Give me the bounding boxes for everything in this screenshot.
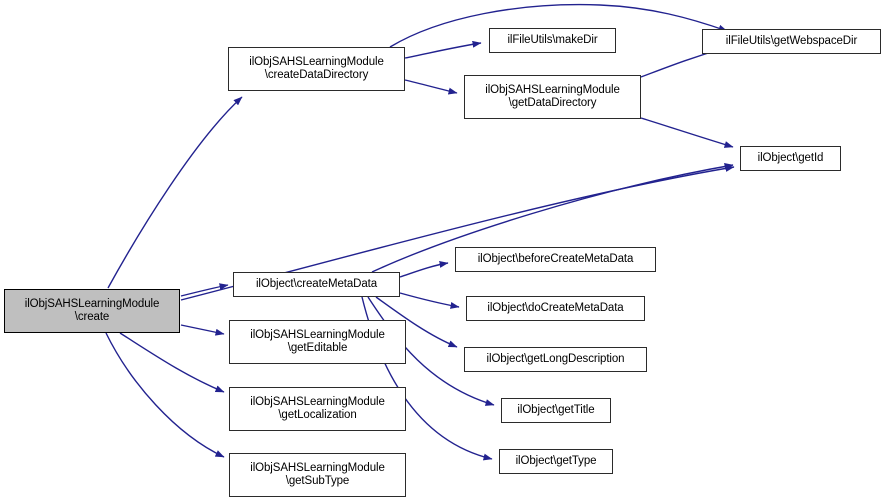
edge-createDataDirectory-to-makeDir — [404, 40, 482, 59]
edge-create-to-getEditable — [180, 324, 225, 336]
node-create-meta-data[interactable]: ilObject\createMetaData — [233, 272, 400, 297]
node-create-data-directory[interactable]: ilObjSAHSLearningModule \createDataDirec… — [228, 47, 405, 91]
node-label: ilFileUtils\getWebspaceDir — [725, 34, 858, 47]
edge-create-to-createDataDirectory — [107, 96, 243, 289]
node-label: ilObjSAHSLearningModule \getEditable — [250, 328, 385, 355]
node-label: ilFileUtils\makeDir — [507, 33, 598, 46]
node-label: ilObjSAHSLearningModule \getSubType — [250, 461, 385, 488]
node-get-type[interactable]: ilObject\getType — [499, 449, 613, 474]
edge-create-to-getLocalization — [119, 332, 225, 393]
node-label: ilObjSAHSLearningModule \createDataDirec… — [249, 55, 384, 82]
node-get-data-directory[interactable]: ilObjSAHSLearningModule \getDataDirector… — [464, 75, 641, 119]
node-get-id[interactable]: ilObject\getId — [740, 146, 841, 171]
node-get-title[interactable]: ilObject\getTitle — [501, 398, 611, 423]
edge-create-to-createMetaData — [180, 283, 229, 297]
node-label: ilObject\getType — [515, 454, 597, 467]
node-get-long-description[interactable]: ilObject\getLongDescription — [464, 347, 647, 372]
node-before-create-meta-data[interactable]: ilObject\beforeCreateMetaData — [455, 247, 656, 272]
node-label: ilObject\createMetaData — [255, 277, 378, 290]
edge-createMetaData-to-doCreateMetaData — [399, 292, 460, 309]
node-get-sub-type[interactable]: ilObjSAHSLearningModule \getSubType — [229, 453, 406, 497]
node-get-localization[interactable]: ilObjSAHSLearningModule \getLocalization — [229, 387, 406, 431]
node-make-dir[interactable]: ilFileUtils\makeDir — [489, 28, 616, 53]
edge-getDataDirectory-to-getId — [640, 117, 734, 148]
node-label: ilObject\getTitle — [517, 403, 595, 416]
node-label: ilObjSAHSLearningModule \getLocalization — [250, 395, 385, 422]
node-get-editable[interactable]: ilObjSAHSLearningModule \getEditable — [229, 320, 406, 364]
edge-createDataDirectory-to-getDataDirectory — [404, 79, 458, 95]
node-get-webspace-dir[interactable]: ilFileUtils\getWebspaceDir — [702, 29, 881, 54]
node-label: ilObject\beforeCreateMetaData — [477, 252, 634, 265]
edge-create-to-getSubType — [105, 332, 225, 458]
edge-createMetaData-to-beforeCreateMetaData — [399, 260, 449, 278]
node-label: ilObject\getId — [757, 151, 824, 164]
node-do-create-meta-data[interactable]: ilObject\doCreateMetaData — [466, 296, 645, 321]
node-create[interactable]: ilObjSAHSLearningModule \create — [4, 289, 180, 333]
node-label: ilObjSAHSLearningModule \create — [24, 297, 160, 324]
node-label: ilObject\doCreateMetaData — [487, 301, 624, 314]
node-label: ilObject\getLongDescription — [486, 352, 625, 365]
node-label: ilObjSAHSLearningModule \getDataDirector… — [485, 83, 620, 110]
